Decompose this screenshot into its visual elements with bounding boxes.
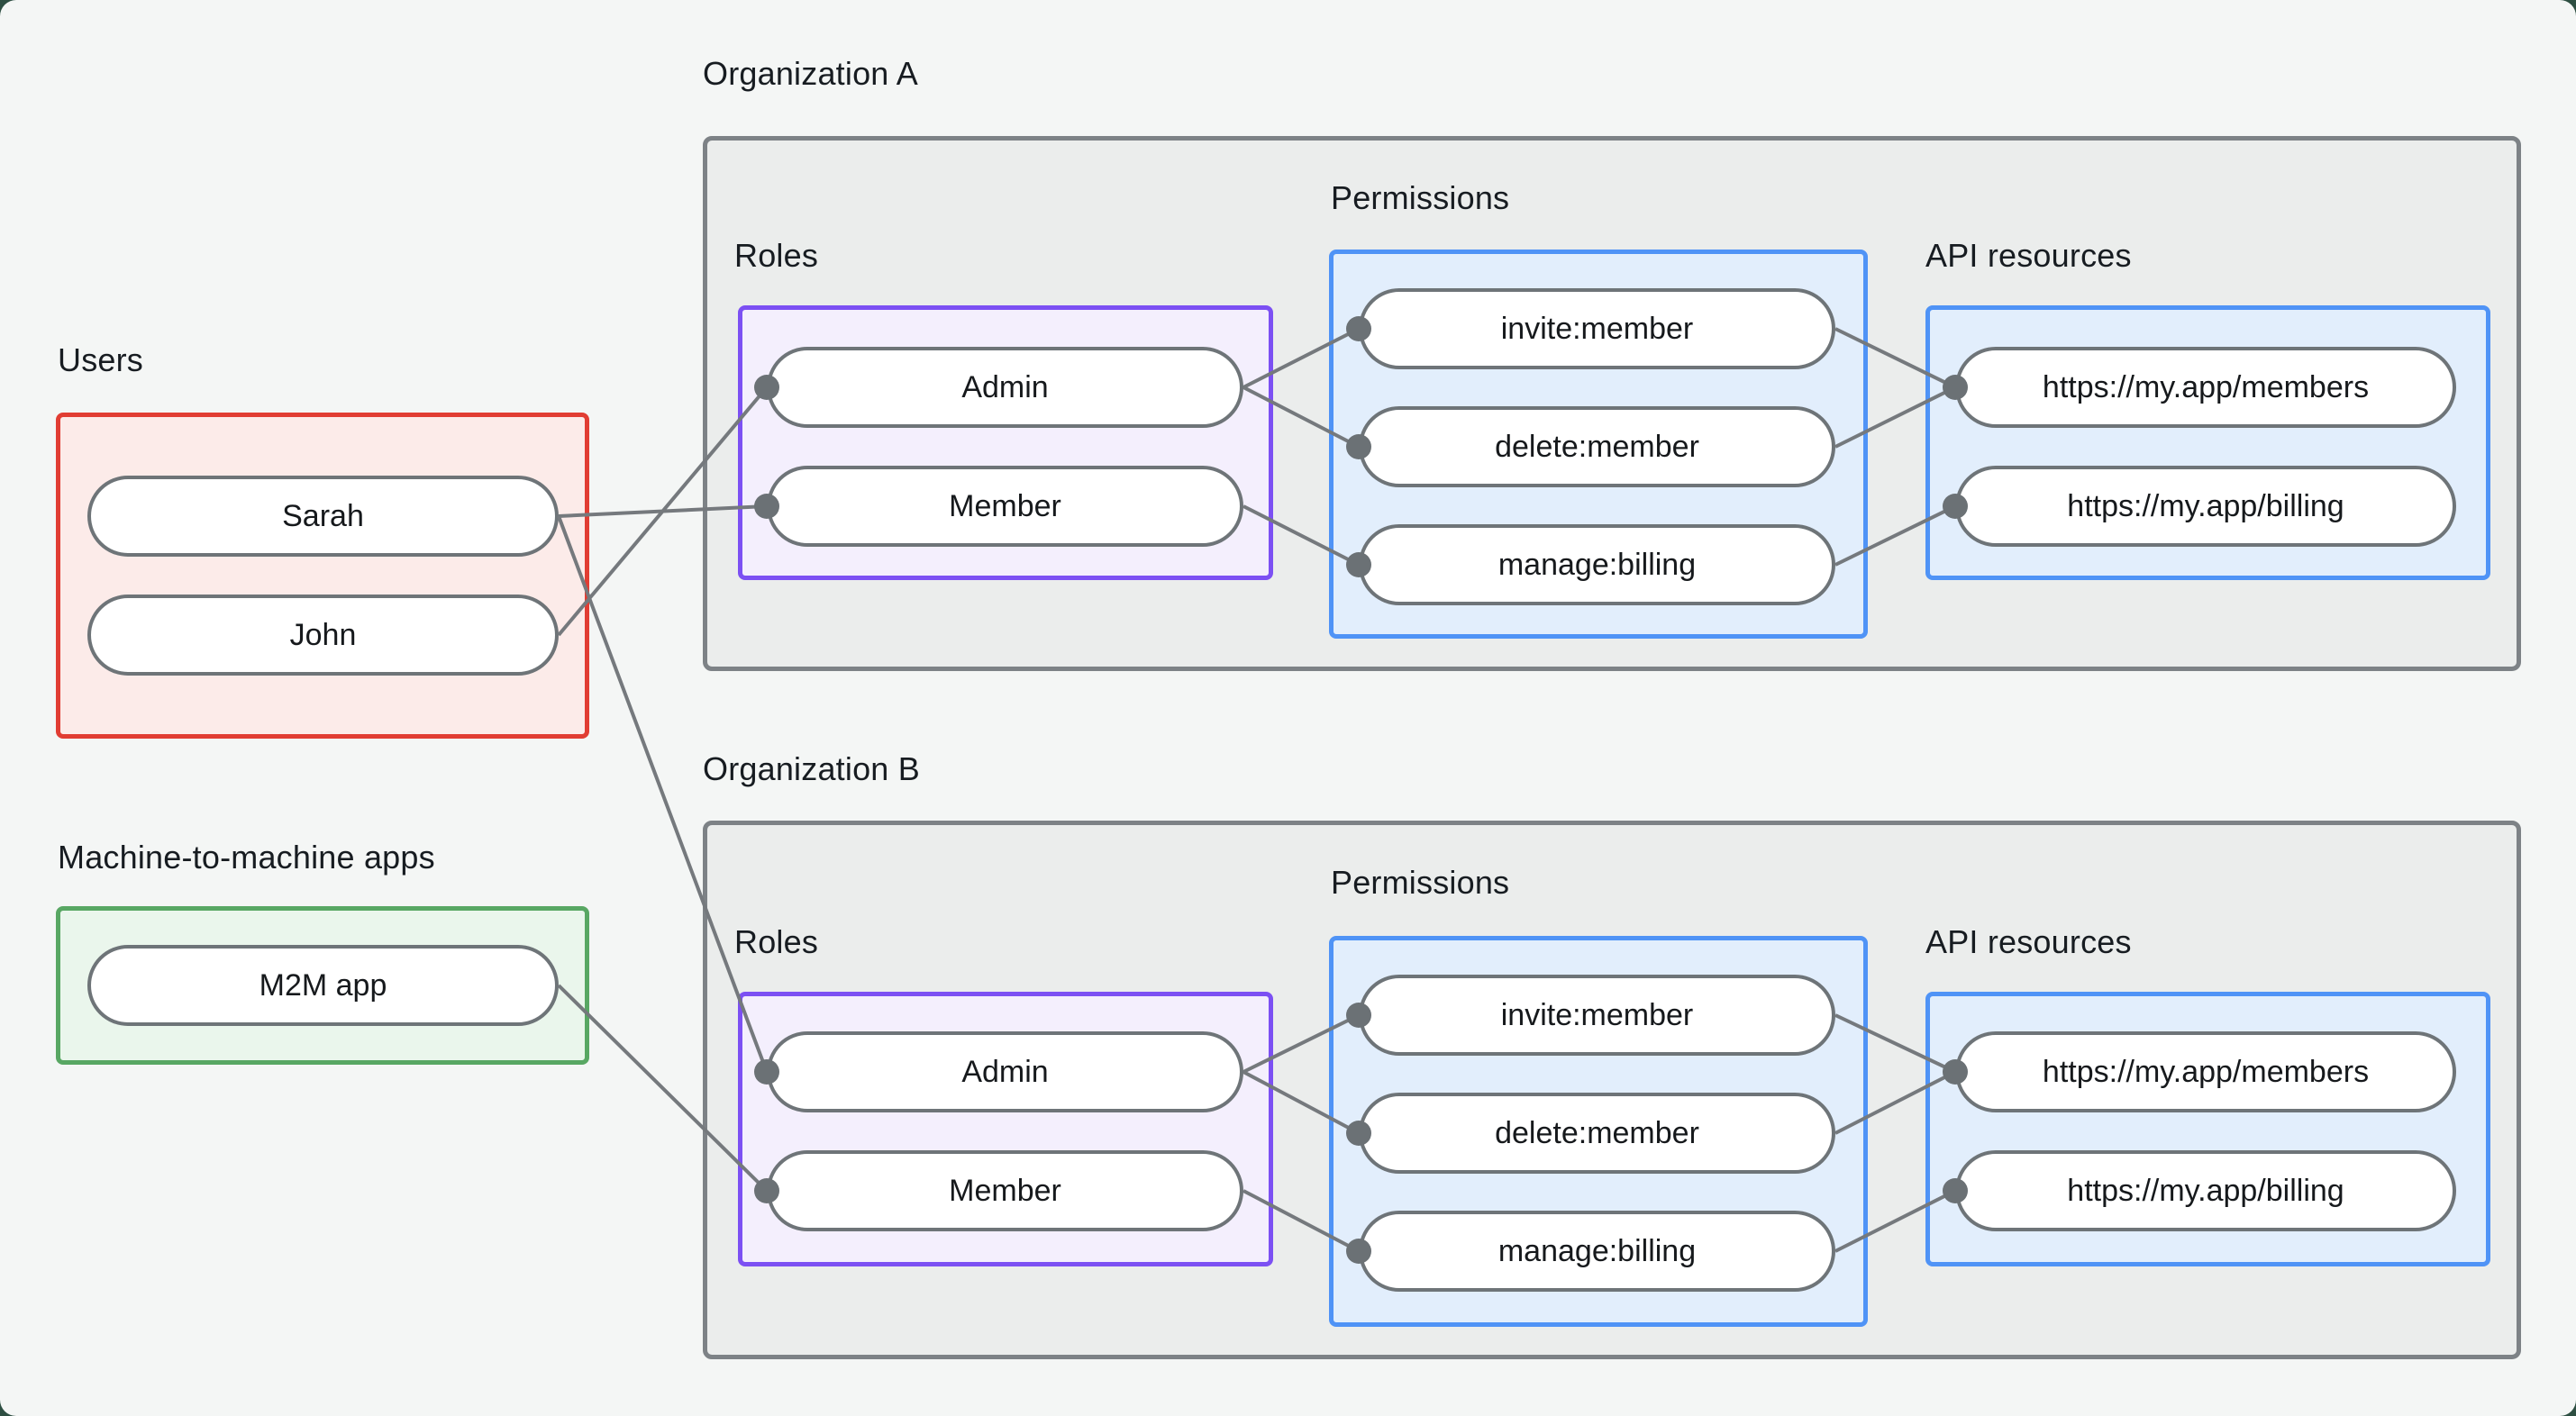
users-group-box xyxy=(56,413,589,739)
org-a-api-resources-label: API resources xyxy=(1925,237,2132,274)
org-a-api-members: https://my.app/members xyxy=(1955,347,2456,428)
org-b-permission-invite-member: invite:member xyxy=(1359,975,1835,1056)
org-b-api-resources-label: API resources xyxy=(1925,923,2132,960)
org-a-title: Organization A xyxy=(703,55,918,92)
org-a-role-admin: Admin xyxy=(767,347,1243,428)
org-a-role-member: Member xyxy=(767,466,1243,547)
org-b-permission-manage-billing: manage:billing xyxy=(1359,1211,1835,1292)
org-b-api-members: https://my.app/members xyxy=(1955,1031,2456,1112)
org-b-role-member: Member xyxy=(767,1150,1243,1231)
org-b-permission-delete-member: delete:member xyxy=(1359,1093,1835,1174)
org-a-permission-delete-member: delete:member xyxy=(1359,406,1835,487)
org-a-api-billing: https://my.app/billing xyxy=(1955,466,2456,547)
org-a-permission-manage-billing: manage:billing xyxy=(1359,524,1835,605)
m2m-group-label: Machine-to-machine apps xyxy=(58,839,435,876)
org-a-permission-invite-member: invite:member xyxy=(1359,288,1835,369)
org-a-roles-label: Roles xyxy=(734,237,819,274)
user-node-john: John xyxy=(87,595,559,676)
user-node-sarah: Sarah xyxy=(87,476,559,557)
org-b-role-admin: Admin xyxy=(767,1031,1243,1112)
org-b-roles-label: Roles xyxy=(734,923,819,960)
org-b-permissions-label: Permissions xyxy=(1331,864,1510,901)
m2m-node-app: M2M app xyxy=(87,945,559,1026)
org-b-title: Organization B xyxy=(703,750,920,787)
users-group-label: Users xyxy=(58,341,144,378)
org-a-permissions-label: Permissions xyxy=(1331,179,1510,216)
org-b-api-billing: https://my.app/billing xyxy=(1955,1150,2456,1231)
